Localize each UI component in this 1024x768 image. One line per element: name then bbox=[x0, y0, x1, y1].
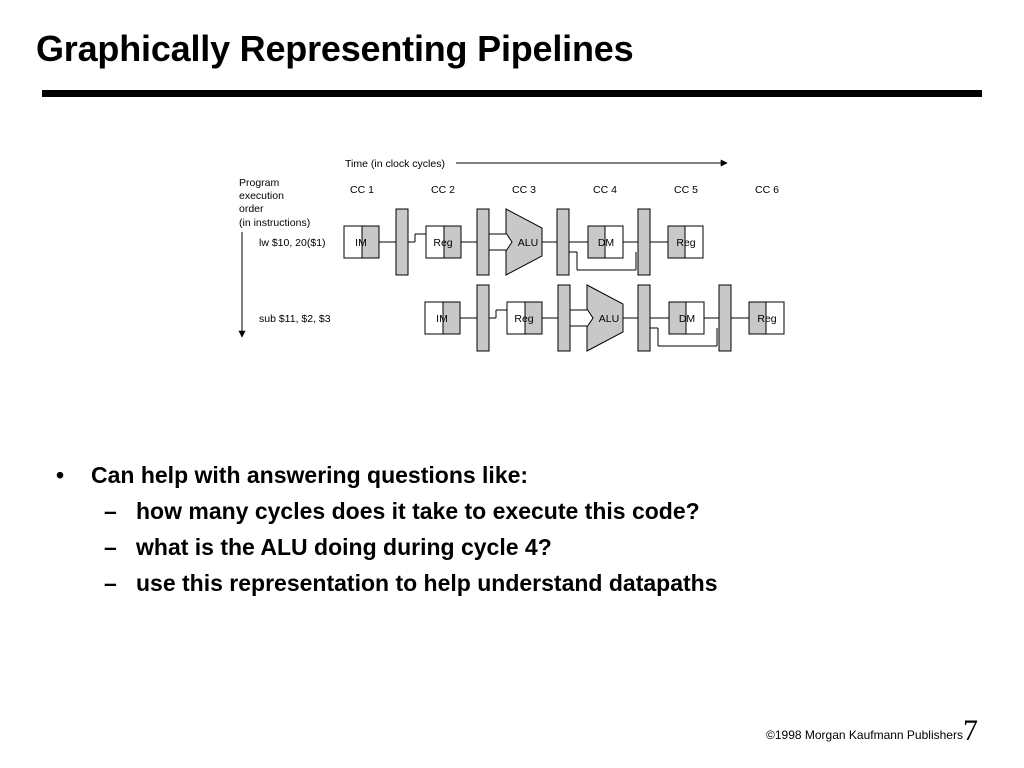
cycle-label: CC 6 bbox=[755, 184, 779, 196]
pipeline-register bbox=[637, 284, 651, 352]
pipeline-register bbox=[476, 208, 490, 276]
stage-label: IM bbox=[436, 313, 448, 325]
cycle-label: CC 2 bbox=[431, 184, 455, 196]
sub-bullet-text: how many cycles does it take to execute … bbox=[136, 498, 700, 524]
stage-shade bbox=[748, 301, 767, 335]
copyright-footer: ©1998 Morgan Kaufmann Publishers bbox=[766, 728, 963, 742]
instruction-label: sub $11, $2, $3 bbox=[259, 313, 331, 325]
order-label-line-3: order bbox=[239, 203, 264, 215]
stage-label: Reg bbox=[676, 237, 695, 249]
stage-label: DM bbox=[679, 313, 695, 325]
order-label-line-4: (in instructions) bbox=[239, 217, 310, 229]
instruction-row: lw $10, 20($1) IM Reg ALU DM Reg bbox=[259, 208, 704, 276]
pipeline-register bbox=[557, 284, 571, 352]
stage-label: Reg bbox=[433, 237, 452, 249]
time-label: Time (in clock cycles) bbox=[345, 158, 445, 170]
pipeline-diagram: Time (in clock cycles) Program execution… bbox=[238, 158, 785, 352]
sub-bullet-marker: – bbox=[104, 534, 117, 560]
stage-shade bbox=[587, 225, 606, 259]
pipeline-register bbox=[718, 284, 732, 352]
sub-bullet-marker: – bbox=[104, 570, 117, 596]
stage-shade bbox=[668, 301, 687, 335]
instruction-label: lw $10, 20($1) bbox=[259, 237, 326, 249]
alu-label: ALU bbox=[599, 313, 619, 325]
stage-label: IM bbox=[355, 237, 367, 249]
page-number: 7 bbox=[963, 714, 978, 747]
stage-label: DM bbox=[598, 237, 614, 249]
cycle-label: CC 5 bbox=[674, 184, 698, 196]
alu-label: ALU bbox=[518, 237, 538, 249]
stage-shade bbox=[667, 225, 686, 259]
cycle-label: CC 3 bbox=[512, 184, 536, 196]
bullet-marker: • bbox=[56, 462, 65, 488]
cycle-labels: CC 1 CC 2 CC 3 CC 4 CC 5 CC 6 bbox=[350, 184, 779, 196]
pipeline-register bbox=[395, 208, 409, 276]
bullet-text: Can help with answering questions like: bbox=[91, 462, 529, 488]
title-rule bbox=[42, 90, 982, 97]
cycle-label: CC 4 bbox=[593, 184, 617, 196]
stage-label: Reg bbox=[514, 313, 533, 325]
slide-title: Graphically Representing Pipelines bbox=[36, 28, 634, 69]
sub-bullet-text: use this representation to help understa… bbox=[136, 570, 718, 596]
order-label-line-1: Program bbox=[239, 177, 280, 189]
instruction-row: sub $11, $2, $3 IM Reg ALU DM Reg bbox=[259, 284, 785, 352]
sub-bullet-marker: – bbox=[104, 498, 117, 524]
sub-bullet-text: what is the ALU doing during cycle 4? bbox=[136, 534, 552, 560]
stage-label: Reg bbox=[757, 313, 776, 325]
pipeline-register bbox=[476, 284, 490, 352]
alu-shape bbox=[505, 208, 543, 276]
pipeline-register bbox=[556, 208, 570, 276]
order-label-line-2: execution bbox=[239, 190, 284, 202]
pipeline-register bbox=[637, 208, 651, 276]
cycle-label: CC 1 bbox=[350, 184, 374, 196]
alu-shape bbox=[586, 284, 624, 352]
